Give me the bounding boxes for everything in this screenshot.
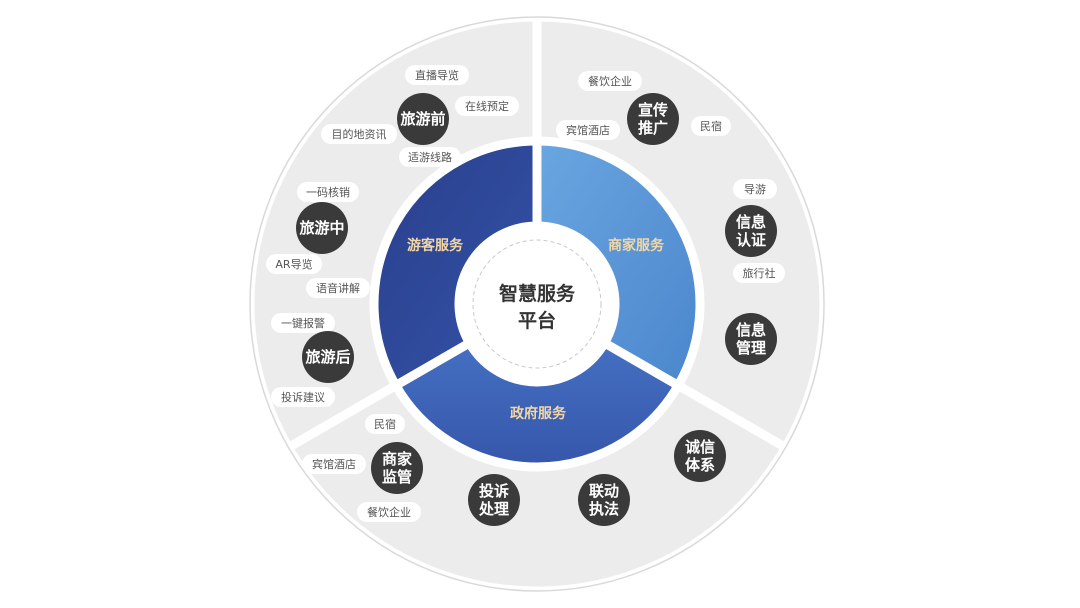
node-circle xyxy=(371,442,423,494)
pill-ar-guide: AR导览 xyxy=(266,254,322,274)
pill-label: 一码核销 xyxy=(306,185,350,199)
node-circle xyxy=(725,205,777,257)
node-label: 宣传 xyxy=(638,101,668,119)
pill-background xyxy=(578,71,642,91)
node-circle xyxy=(674,430,726,482)
pill-label: 直播导览 xyxy=(415,68,459,82)
pill-online-booking: 在线预定 xyxy=(455,96,519,116)
node-label: 投诉 xyxy=(479,482,509,500)
pill-background xyxy=(271,387,335,407)
pill-background xyxy=(357,502,421,522)
pill-hotel-m: 宾馆酒店 xyxy=(556,120,620,140)
node-label: 旅游后 xyxy=(305,348,350,366)
node-label: 认证 xyxy=(736,231,766,249)
center-title-line1: 智慧服务 xyxy=(499,282,576,305)
node-label: 执法 xyxy=(589,500,619,518)
pill-background xyxy=(399,147,461,167)
node-label: 管理 xyxy=(736,339,766,357)
pill-complaint-suggest: 投诉建议 xyxy=(271,387,335,407)
node-label: 体系 xyxy=(685,456,715,474)
pill-label: 一键报警 xyxy=(281,316,325,330)
node-label: 商家 xyxy=(382,450,412,468)
pill-label: 语音讲解 xyxy=(316,281,360,295)
pill-label: 投诉建议 xyxy=(281,390,325,404)
pill-hotel-g: 宾馆酒店 xyxy=(302,454,366,474)
node-label: 处理 xyxy=(478,500,509,518)
pill-background xyxy=(556,120,620,140)
node-label: 信息 xyxy=(736,213,766,231)
node-circle xyxy=(725,313,777,365)
pill-background xyxy=(455,96,519,116)
pill-label: 适游线路 xyxy=(408,150,452,164)
pill-label: 宾馆酒店 xyxy=(566,123,610,137)
node-circle xyxy=(627,93,679,145)
center-title-line2: 平台 xyxy=(518,309,556,332)
pill-background xyxy=(306,278,370,298)
pill-background xyxy=(271,313,335,333)
segment-label-merchant: 商家服务 xyxy=(608,237,665,254)
pill-background xyxy=(365,414,405,434)
node-label: 诚信 xyxy=(685,438,715,456)
pill-background xyxy=(302,454,366,474)
pill-label: 餐饮企业 xyxy=(367,505,411,519)
node-label: 联动 xyxy=(589,482,619,500)
node-label: 旅游前 xyxy=(400,110,445,128)
pill-label: 旅行社 xyxy=(743,266,776,280)
pill-homestay-m: 民宿 xyxy=(691,116,731,136)
pill-background xyxy=(733,179,777,199)
pill-background xyxy=(691,116,731,136)
pill-label: AR导览 xyxy=(275,257,312,271)
node-label: 推广 xyxy=(638,119,668,137)
center-circle xyxy=(457,224,617,384)
pill-live-tour: 直播导览 xyxy=(405,65,469,85)
pill-guide: 导游 xyxy=(733,179,777,199)
node-after-trip: 旅游后 xyxy=(302,331,354,383)
pill-catering-g: 餐饮企业 xyxy=(357,502,421,522)
pill-label: 民宿 xyxy=(374,417,396,431)
pill-code-verify: 一码核销 xyxy=(297,182,359,202)
outer-ring-border xyxy=(249,16,825,592)
pill-label: 在线预定 xyxy=(465,99,509,113)
pill-destination-info: 目的地资讯 xyxy=(321,124,397,144)
pill-label: 宾馆酒店 xyxy=(312,457,356,471)
pill-background xyxy=(297,182,359,202)
node-label: 信息 xyxy=(736,321,766,339)
pill-background xyxy=(733,263,785,283)
pill-background xyxy=(321,124,397,144)
pill-label: 目的地资讯 xyxy=(332,127,387,141)
pill-background xyxy=(405,65,469,85)
node-label: 监管 xyxy=(382,468,412,486)
node-during-trip: 旅游中 xyxy=(296,202,348,254)
pill-label: 民宿 xyxy=(700,119,722,133)
pill-catering-m: 餐饮企业 xyxy=(578,71,642,91)
node-label: 旅游中 xyxy=(299,219,344,237)
pill-label: 导游 xyxy=(744,183,766,196)
segment-label-government: 政府服务 xyxy=(510,405,567,422)
node-circle xyxy=(397,93,449,145)
pill-voice-guide: 语音讲解 xyxy=(306,278,370,298)
node-circle xyxy=(296,202,348,254)
pill-one-key-alarm: 一键报警 xyxy=(271,313,335,333)
pill-label-layer: 直播导览在线预定目的地资讯适游线路一码核销AR导览语音讲解一键报警投诉建议餐饮企… xyxy=(266,65,785,522)
node-circle xyxy=(302,331,354,383)
pill-label: 餐饮企业 xyxy=(588,74,632,88)
pill-travel-agency: 旅行社 xyxy=(733,263,785,283)
pill-background xyxy=(266,254,322,274)
center-dashed-ring xyxy=(472,239,602,369)
node-circle xyxy=(468,474,520,526)
segment-label-tourist: 游客服务 xyxy=(407,237,464,254)
pill-tour-route: 适游线路 xyxy=(399,147,461,167)
pill-homestay-g: 民宿 xyxy=(365,414,405,434)
node-circle xyxy=(578,474,630,526)
node-before-trip: 旅游前 xyxy=(397,93,449,145)
